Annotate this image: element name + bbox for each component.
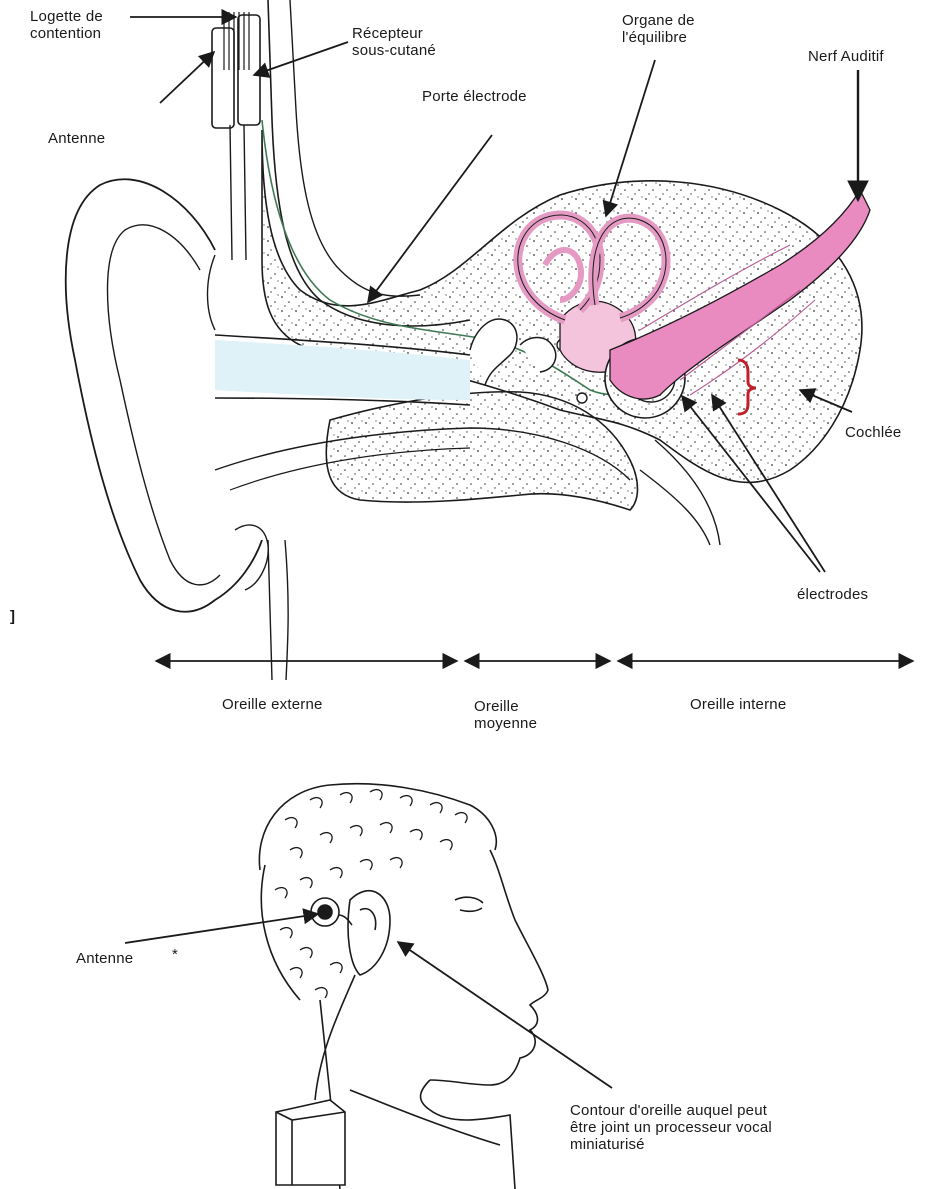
pinna xyxy=(66,179,262,611)
arrow-contour xyxy=(398,942,612,1088)
head-profile xyxy=(259,784,548,1189)
label-contour: Contour d'oreille auquel peut être joint… xyxy=(570,1102,772,1153)
arrow-recepteur xyxy=(254,42,348,75)
earlobe-fold xyxy=(235,525,268,590)
logette-housing xyxy=(212,28,234,128)
antenna-cable xyxy=(208,255,216,330)
label-organe: Organe de l'équilibre xyxy=(622,12,695,46)
arrow-antenne xyxy=(160,52,214,103)
pinna-inner xyxy=(108,225,221,585)
label-antenne-top: Antenne xyxy=(48,130,105,147)
label-oreille-interne: Oreille interne xyxy=(690,696,786,713)
neck-outline-back xyxy=(640,470,710,545)
label-nerf: Nerf Auditif xyxy=(808,48,884,65)
neck-line xyxy=(268,540,272,680)
label-asterisk: * xyxy=(172,946,178,963)
label-recepteur: Récepteur sous-cutané xyxy=(352,25,436,59)
label-logette: Logette de contention xyxy=(30,8,103,42)
round-window xyxy=(577,393,587,403)
label-margin-mark: ] xyxy=(10,608,15,625)
label-oreille-moyenne: Oreille moyenne xyxy=(474,698,537,732)
label-oreille-externe: Oreille externe xyxy=(222,696,323,713)
label-electrodes: électrodes xyxy=(797,586,868,603)
device-stem xyxy=(230,125,246,260)
label-cochlee: Cochlée xyxy=(845,424,901,441)
label-antenne-bottom: Antenne xyxy=(76,950,133,967)
neck-line-2 xyxy=(285,540,288,680)
label-porte-electrode: Porte électrode xyxy=(422,88,527,105)
